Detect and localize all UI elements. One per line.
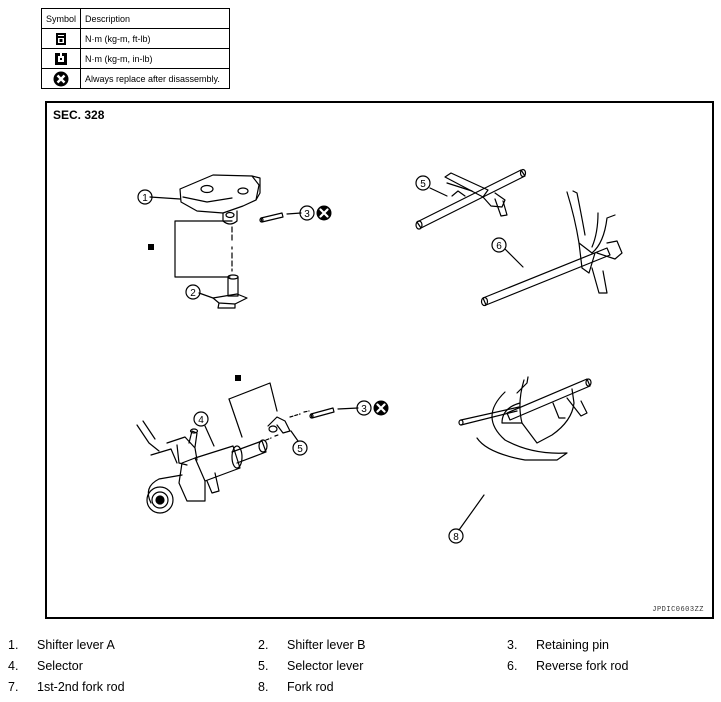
part-name: Shifter lever B bbox=[287, 638, 366, 652]
callout-3a-label: 3 bbox=[304, 209, 310, 220]
callout-4-label: 4 bbox=[198, 415, 204, 426]
part-item: 4. Selector bbox=[8, 659, 83, 673]
section-label: SEC. 328 bbox=[53, 108, 105, 122]
retaining-pin-upper-drawing bbox=[259, 212, 284, 223]
reverse-fork-rod-drawing bbox=[415, 168, 527, 230]
part-number: 2. bbox=[258, 638, 269, 652]
shifter-lever-b-drawing bbox=[212, 274, 248, 309]
part-name: Fork rod bbox=[287, 680, 334, 694]
first-second-fork-rod-drawing bbox=[480, 190, 623, 307]
callout-leader-7 bbox=[504, 248, 524, 268]
exploded-view-diagram: SEC. 328 1 3 bbox=[45, 101, 714, 619]
callout-3b-label: 3 bbox=[361, 404, 367, 415]
part-name: Reverse fork rod bbox=[536, 659, 629, 673]
part-item: 7. 1st-2nd fork rod bbox=[8, 680, 125, 694]
part-number: 5. bbox=[258, 659, 269, 673]
part-name: 1st-2nd fork rod bbox=[37, 680, 125, 694]
bracket-line bbox=[174, 220, 233, 278]
part-item: 5. Selector lever bbox=[258, 659, 363, 673]
part-item: 8. Fork rod bbox=[258, 680, 334, 694]
part-number: 4. bbox=[8, 659, 19, 673]
callout-4 bbox=[193, 411, 209, 427]
fork-rod-drawing bbox=[458, 376, 592, 461]
always-replace-icon bbox=[373, 400, 389, 416]
callout-7-label: 6 bbox=[496, 241, 502, 252]
part-number: 1. bbox=[8, 638, 19, 652]
selector-lever-drawing bbox=[267, 416, 291, 434]
callout-8-label: 8 bbox=[453, 532, 459, 543]
axis-line bbox=[265, 434, 279, 441]
callout-6 bbox=[415, 175, 431, 191]
part-name: Retaining pin bbox=[536, 638, 609, 652]
part-name: Selector lever bbox=[287, 659, 364, 673]
callout-3b bbox=[356, 400, 372, 416]
callout-2-label: 2 bbox=[190, 288, 196, 299]
callout-leader-3a bbox=[286, 212, 302, 215]
callout-leader-1 bbox=[149, 196, 181, 200]
part-item: 2. Shifter lever B bbox=[258, 638, 366, 652]
always-replace-icon bbox=[41, 68, 81, 89]
always-replace-icon bbox=[316, 205, 332, 221]
callout-2 bbox=[185, 284, 201, 300]
symbol-description: N·m (kg-m, in-lb) bbox=[80, 48, 230, 69]
part-number: 8. bbox=[258, 680, 269, 694]
symbol-table-row: N·m (kg-m, ft-lb) bbox=[41, 28, 230, 49]
callout-leader-3b bbox=[337, 407, 359, 410]
part-name: Shifter lever A bbox=[37, 638, 115, 652]
bracket-line bbox=[228, 382, 278, 412]
symbol-table-header-row: Symbol Description bbox=[41, 8, 230, 29]
retaining-pin-lower-drawing bbox=[309, 407, 335, 419]
part-item: 1. Shifter lever A bbox=[8, 638, 115, 652]
symbol-description: N·m (kg-m, ft-lb) bbox=[80, 28, 230, 49]
callout-5 bbox=[292, 440, 308, 456]
image-code: JPDIC0603ZZ bbox=[652, 606, 704, 614]
callout-5-label: 5 bbox=[297, 444, 303, 455]
callout-8 bbox=[448, 528, 464, 544]
part-number: 7. bbox=[8, 680, 19, 694]
axis-line bbox=[289, 410, 310, 418]
callout-leader-6 bbox=[429, 187, 448, 197]
part-number: 6. bbox=[507, 659, 518, 673]
part-name: Selector bbox=[37, 659, 83, 673]
callout-7 bbox=[491, 237, 507, 253]
description-column-header: Description bbox=[80, 8, 230, 29]
torque-marker-icon bbox=[235, 375, 241, 381]
callout-leader-4 bbox=[204, 425, 215, 447]
part-item: 3. Retaining pin bbox=[507, 638, 609, 652]
callout-6-label: 5 bbox=[420, 179, 426, 190]
symbol-legend-table: Symbol Description N·m (kg-m, ft-lb) N·m… bbox=[41, 8, 230, 89]
callout-3a bbox=[299, 205, 315, 221]
torque-wrench-ftlb-icon bbox=[41, 28, 81, 49]
callout-1-label: 1 bbox=[142, 193, 148, 204]
callout-1 bbox=[137, 189, 153, 205]
selector-drawing bbox=[136, 420, 268, 514]
symbol-column-header: Symbol bbox=[41, 8, 81, 29]
callout-leader-5 bbox=[290, 430, 299, 442]
part-item: 6. Reverse fork rod bbox=[507, 659, 628, 673]
callout-leader-8 bbox=[458, 494, 485, 531]
torque-marker-icon bbox=[148, 244, 154, 250]
callout-leader-2 bbox=[198, 292, 214, 299]
symbol-description: Always replace after disassembly. bbox=[80, 68, 230, 89]
part-number: 3. bbox=[507, 638, 518, 652]
shifter-lever-a-drawing bbox=[179, 174, 261, 225]
parts-illustration: 1 3 2 bbox=[136, 168, 623, 544]
torque-wrench-inlb-icon bbox=[41, 48, 81, 69]
symbol-table-row: Always replace after disassembly. bbox=[41, 68, 230, 89]
bracket-line bbox=[228, 398, 243, 438]
symbol-table-row: N·m (kg-m, in-lb) bbox=[41, 48, 230, 69]
